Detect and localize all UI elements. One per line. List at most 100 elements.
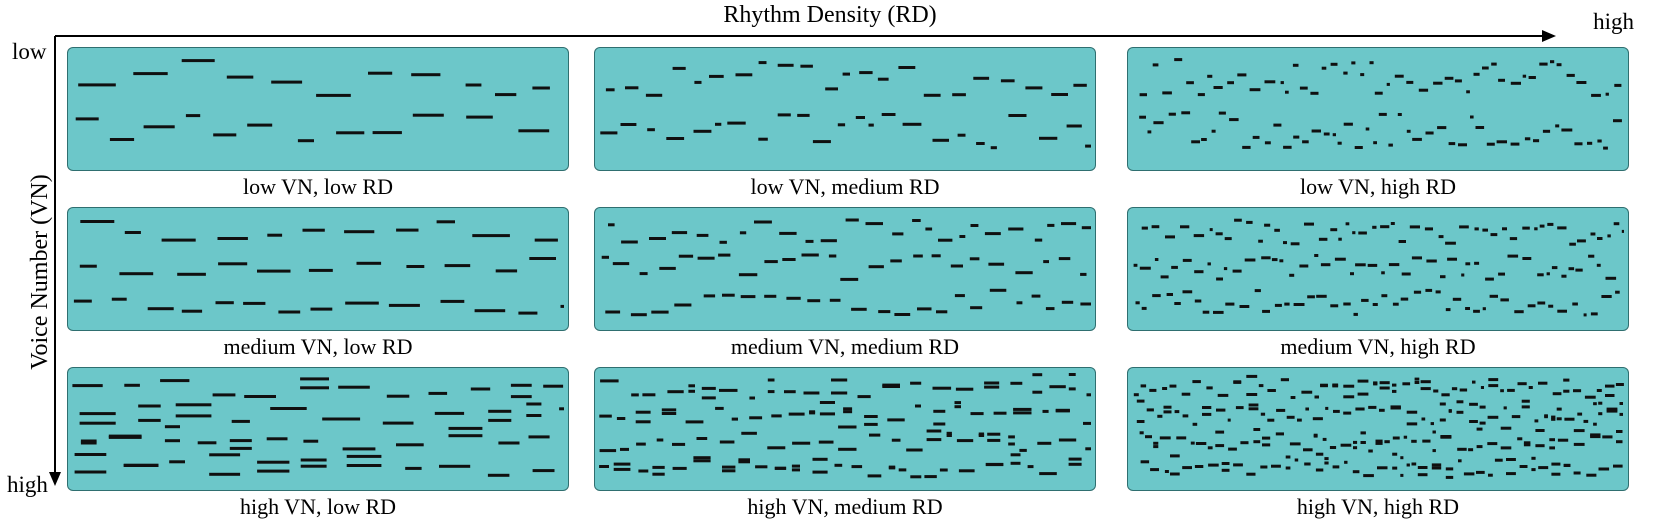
note-mark: [1031, 294, 1041, 298]
note-mark: [1322, 437, 1327, 441]
note-mark: [1303, 448, 1313, 452]
note-mark: [1197, 93, 1205, 97]
piano-roll-notes: [600, 61, 1091, 150]
note-mark: [1374, 91, 1383, 95]
note-mark: [1605, 276, 1617, 280]
note-mark: [138, 418, 161, 422]
note-mark: [703, 294, 716, 298]
note-mark: [1392, 466, 1398, 470]
note-mark: [1013, 407, 1032, 411]
note-mark: [1406, 422, 1418, 426]
note-mark: [738, 273, 758, 277]
note-mark: [1182, 290, 1193, 294]
note-mark: [1321, 66, 1327, 70]
note-mark: [613, 467, 631, 471]
note-mark: [1384, 440, 1390, 444]
note-mark: [1523, 443, 1531, 447]
note-mark: [649, 237, 666, 240]
note-mark: [1354, 146, 1363, 149]
note-mark: [1267, 418, 1275, 422]
note-mark: [912, 219, 921, 222]
note-mark: [782, 258, 796, 261]
note-mark: [985, 462, 1004, 466]
note-mark: [1246, 472, 1256, 476]
note-mark: [231, 419, 250, 423]
note-mark: [805, 239, 814, 243]
note-mark: [1192, 380, 1201, 384]
note-mark: [356, 261, 382, 265]
note-mark: [1068, 387, 1076, 391]
note-mark: [938, 238, 953, 242]
note-mark: [1451, 387, 1458, 391]
note-mark: [1153, 445, 1159, 449]
note-mark: [1421, 417, 1426, 421]
note-mark: [1244, 258, 1256, 262]
note-mark: [1448, 409, 1452, 413]
note-mark: [181, 309, 203, 313]
note-mark: [777, 63, 794, 67]
note-mark: [338, 385, 370, 389]
note-mark: [1510, 142, 1520, 146]
note-mark: [1400, 473, 1404, 477]
note-mark: [767, 446, 786, 450]
note-mark: [1500, 389, 1504, 393]
note-mark: [738, 460, 750, 464]
note-mark: [1207, 74, 1213, 78]
note-mark: [1606, 407, 1618, 411]
note-mark: [851, 307, 867, 311]
note-mark: [1488, 378, 1499, 382]
piano-roll-notes: [72, 377, 564, 477]
note-mark: [1253, 440, 1261, 444]
note-mark: [1280, 81, 1284, 85]
note-mark: [124, 231, 141, 234]
note-mark: [406, 265, 425, 268]
note-mark: [1445, 475, 1454, 479]
note-mark: [1551, 472, 1561, 476]
note-mark: [1246, 374, 1258, 378]
note-mark: [1584, 395, 1596, 399]
note-mark: [209, 472, 241, 476]
note-mark: [1591, 93, 1601, 97]
note-mark: [543, 384, 564, 388]
note-mark: [80, 220, 115, 223]
note-mark: [656, 438, 664, 442]
note-mark: [1182, 414, 1189, 418]
note-mark: [1008, 435, 1015, 439]
note-mark: [693, 129, 712, 133]
note-mark: [1473, 72, 1480, 76]
note-mark: [1544, 415, 1548, 419]
note-mark: [667, 390, 684, 394]
note-mark: [685, 420, 704, 424]
note-mark: [1496, 140, 1507, 144]
note-mark: [1388, 143, 1393, 147]
note-mark: [906, 448, 923, 452]
note-mark: [1139, 115, 1146, 119]
note-mark: [954, 294, 965, 298]
note-mark: [957, 133, 966, 137]
note-mark: [1576, 81, 1587, 84]
note-mark: [1242, 145, 1251, 149]
note-mark: [1315, 452, 1324, 456]
note-mark: [978, 432, 985, 436]
note-mark: [1292, 63, 1299, 67]
note-mark: [1465, 262, 1471, 266]
note-mark: [1406, 80, 1414, 84]
note-mark: [1162, 91, 1172, 95]
note-mark: [1229, 118, 1239, 122]
note-mark: [709, 74, 724, 78]
note-mark: [1218, 111, 1226, 115]
note-mark: [1192, 422, 1198, 426]
note-mark: [1136, 420, 1145, 423]
note-mark: [1206, 386, 1213, 390]
note-mark: [1324, 457, 1329, 461]
note-mark: [1479, 421, 1486, 425]
note-mark: [1152, 294, 1161, 298]
note-mark: [1360, 431, 1366, 435]
note-mark: [1616, 440, 1623, 444]
note-mark: [1365, 127, 1370, 131]
note-mark: [439, 464, 471, 468]
note-mark: [688, 384, 695, 388]
note-mark: [843, 407, 853, 411]
note-mark: [902, 122, 922, 126]
note-mark: [124, 383, 140, 387]
